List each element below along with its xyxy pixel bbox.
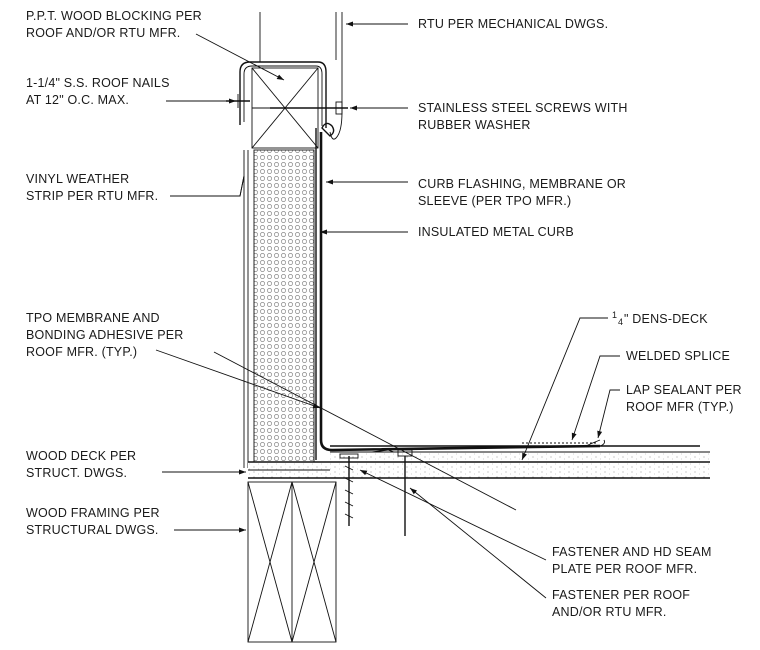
- seam-fastener: [339, 453, 359, 526]
- label-line: LAP SEALANT PER: [626, 383, 742, 397]
- fraction-denominator: 4: [618, 317, 623, 327]
- rtu-rail-flashing: [239, 61, 327, 128]
- label-line: STRUCTURAL DWGS.: [26, 523, 159, 537]
- seam-plate: [371, 449, 440, 453]
- label-lap-sealant: LAP SEALANT PER ROOF MFR (TYP.): [626, 383, 742, 414]
- label-line: SLEEVE (PER TPO MFR.): [418, 194, 571, 208]
- label-line: AND/OR RTU MFR.: [552, 605, 667, 619]
- leader-lines: [155, 21, 620, 599]
- label-line: PLATE PER ROOF MFR.: [552, 562, 697, 576]
- label-line: ROOF MFR (TYP.): [626, 400, 734, 414]
- label-line: STAINLESS STEEL SCREWS WITH: [418, 101, 628, 115]
- label-line: WOOD DECK PER: [26, 449, 136, 463]
- label-line: VINYL WEATHER: [26, 172, 129, 186]
- label-line: BONDING ADHESIVE PER: [26, 328, 184, 342]
- curb-insulation: [253, 149, 315, 463]
- label-line: " DENS-DECK: [624, 312, 708, 326]
- fraction-numerator: 1: [612, 310, 617, 320]
- label-curb-flashing: CURB FLASHING, MEMBRANE OR SLEEVE (PER T…: [418, 177, 626, 208]
- label-line: STRUCT. DWGS.: [26, 466, 127, 480]
- label-line: INSULATED METAL CURB: [418, 225, 574, 239]
- label-line: WELDED SPLICE: [626, 349, 730, 363]
- label-roof-nails: 1-1/4" S.S. ROOF NAILS AT 12" O.C. MAX.: [26, 76, 170, 107]
- label-line: 1-1/4" S.S. ROOF NAILS: [26, 76, 170, 90]
- rtu-unit: [259, 12, 343, 112]
- label-line: WOOD FRAMING PER: [26, 506, 160, 520]
- label-line: ROOF AND/OR RTU MFR.: [26, 26, 180, 40]
- label-line: STRIP PER RTU MFR.: [26, 189, 158, 203]
- wood-deck: [248, 461, 710, 479]
- ss-screw: [270, 101, 348, 140]
- label-rtu: RTU PER MECHANICAL DWGS.: [418, 17, 608, 31]
- label-ss-screws: STAINLESS STEEL SCREWS WITH RUBBER WASHE…: [418, 101, 628, 132]
- label-line: P.P.T. WOOD BLOCKING PER: [26, 9, 202, 23]
- label-fastener-seam: FASTENER AND HD SEAM PLATE PER ROOF MFR.: [552, 545, 712, 576]
- label-metal-curb: INSULATED METAL CURB: [418, 225, 574, 239]
- label-line: RUBBER WASHER: [418, 118, 531, 132]
- label-line: ROOF MFR. (TYP.): [26, 345, 137, 359]
- label-tpo-membrane: TPO MEMBRANE AND BONDING ADHESIVE PER RO…: [26, 311, 184, 359]
- label-vinyl-strip: VINYL WEATHER STRIP PER RTU MFR.: [26, 172, 158, 203]
- label-line: AT 12" O.C. MAX.: [26, 93, 129, 107]
- label-line: FASTENER AND HD SEAM: [552, 545, 712, 559]
- label-fastener-rtu: FASTENER PER ROOF AND/OR RTU MFR.: [552, 588, 690, 619]
- label-line: RTU PER MECHANICAL DWGS.: [418, 17, 608, 31]
- rtu-fastener: [397, 449, 413, 536]
- welded-splice: [520, 439, 605, 447]
- wood-framing: [247, 481, 337, 643]
- vinyl-weather-strip: [321, 122, 335, 137]
- label-line: CURB FLASHING, MEMBRANE OR: [418, 177, 626, 191]
- label-line: FASTENER PER ROOF: [552, 588, 690, 602]
- label-line: TPO MEMBRANE AND: [26, 311, 160, 325]
- dens-deck-layer: [330, 451, 710, 463]
- label-ppt-blocking: P.P.T. WOOD BLOCKING PER ROOF AND/OR RTU…: [26, 9, 202, 40]
- label-welded-splice: WELDED SPLICE: [626, 349, 730, 363]
- label-wood-deck: WOOD DECK PER STRUCT. DWGS.: [26, 449, 136, 480]
- label-wood-framing: WOOD FRAMING PER STRUCTURAL DWGS.: [26, 506, 160, 537]
- label-dens-deck: 1 4 " DENS-DECK: [612, 310, 708, 327]
